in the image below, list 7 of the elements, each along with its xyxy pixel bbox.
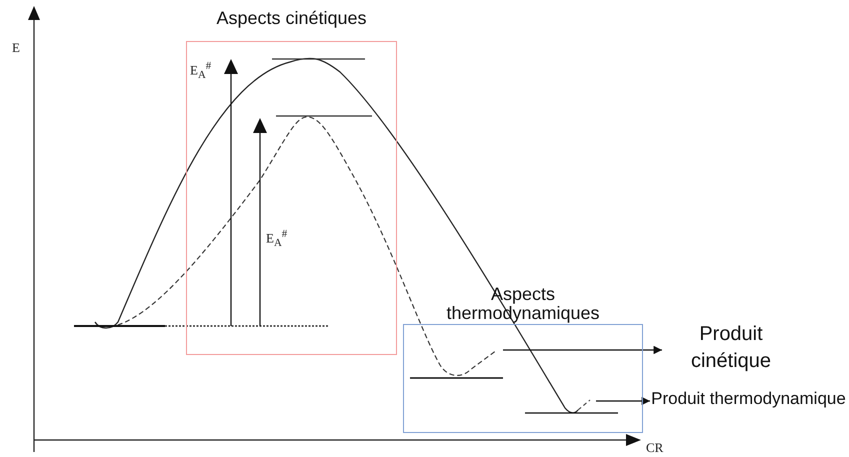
product-label: Produit cinétique (662, 321, 800, 375)
axis-label: CR (646, 440, 664, 456)
arrow (503, 346, 662, 354)
product-label: Produit thermodynamique (650, 387, 847, 410)
arrow (596, 396, 650, 406)
axis-label: E (12, 40, 20, 56)
section-heading: Aspects cinétiques (215, 9, 368, 28)
